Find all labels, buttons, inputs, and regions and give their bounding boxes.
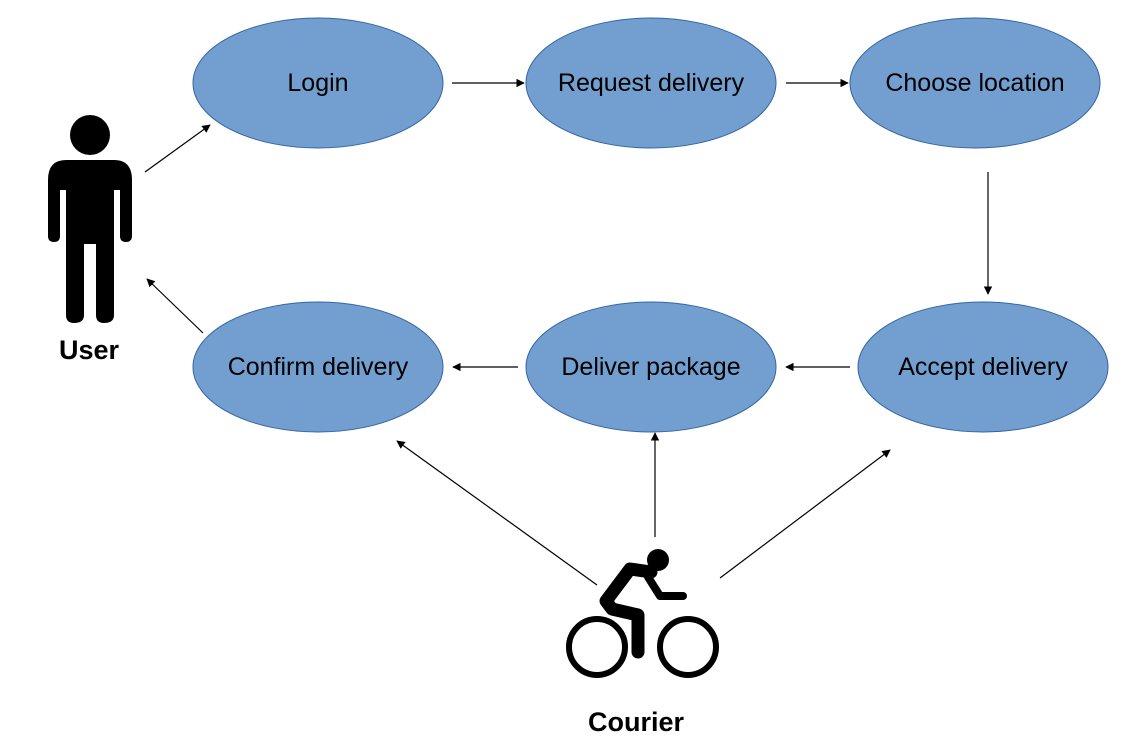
- arrow-confirm-delivery-to-user: [146, 278, 204, 334]
- use-case-label-confirm-delivery: Confirm delivery: [228, 353, 409, 381]
- use-case-accept-delivery[interactable]: Accept delivery: [857, 301, 1109, 433]
- use-case-label-choose-location: Choose location: [885, 69, 1064, 97]
- arrow-courier-to-accept-delivery: [719, 449, 891, 579]
- use-case-confirm-delivery[interactable]: Confirm delivery: [192, 301, 444, 433]
- use-case-login[interactable]: Login: [192, 17, 444, 149]
- arrow-courier-to-confirm-delivery: [396, 440, 598, 586]
- actor-courier: Courier: [566, 549, 719, 737]
- actor-label-courier: Courier: [588, 707, 685, 737]
- use-case-label-login: Login: [287, 69, 348, 97]
- actor-user: User: [48, 115, 132, 365]
- use-case-deliver-package[interactable]: Deliver package: [525, 301, 777, 433]
- use-case-request-delivery[interactable]: Request delivery: [525, 17, 777, 149]
- cyclist-icon: [566, 549, 719, 678]
- person-icon: [48, 115, 132, 323]
- use-case-label-deliver-package: Deliver package: [561, 353, 740, 381]
- use-case-label-accept-delivery: Accept delivery: [898, 353, 1068, 381]
- use-case-choose-location[interactable]: Choose location: [849, 17, 1101, 149]
- flow-arrows: [144, 78, 993, 586]
- actor-label-user: User: [59, 335, 120, 365]
- use-case-label-request-delivery: Request delivery: [558, 69, 745, 97]
- arrow-user-to-login: [144, 124, 211, 173]
